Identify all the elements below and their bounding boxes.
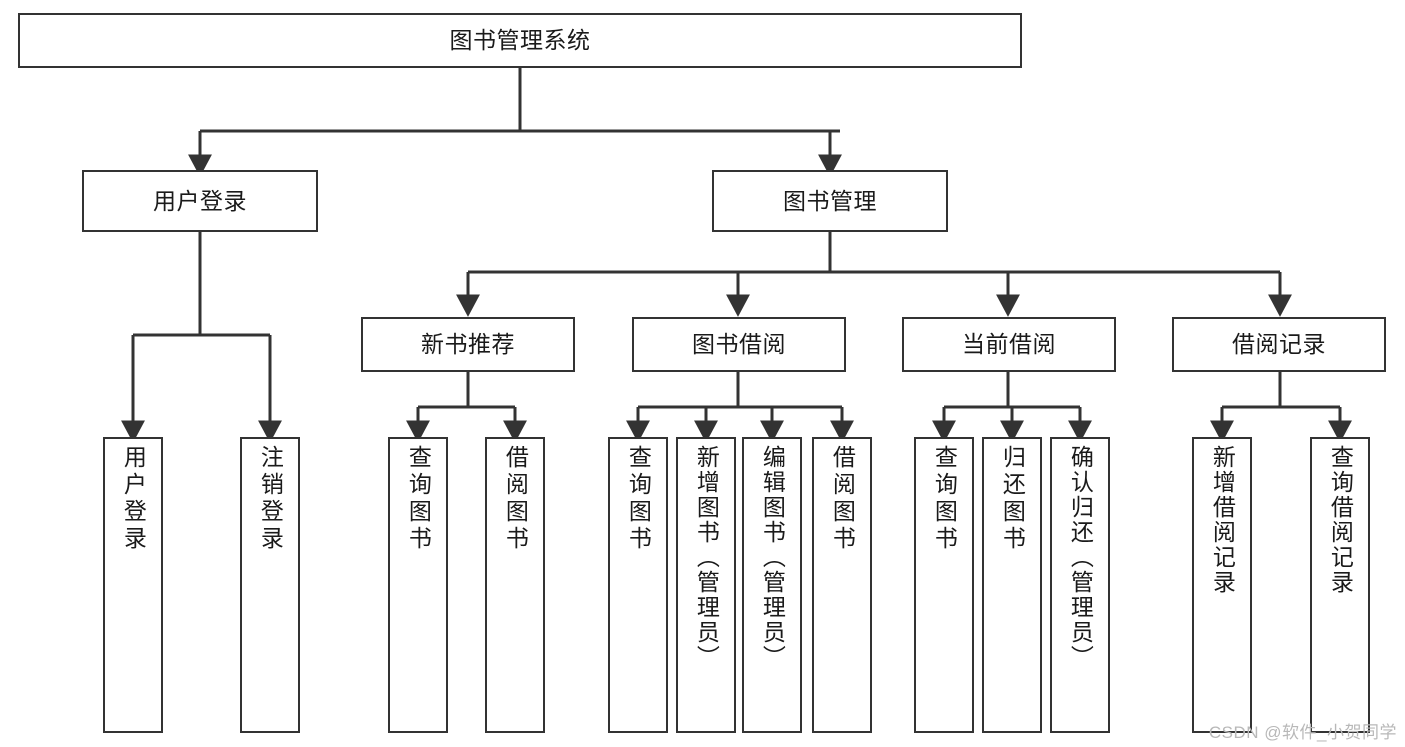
node-leaf-borrow-book-1[interactable]: 借阅图书 — [485, 437, 545, 733]
node-leaf-add-record[interactable]: 新增借阅记录 — [1192, 437, 1252, 733]
node-leaf-query-record[interactable]: 查询借阅记录 — [1310, 437, 1370, 733]
node-label: 查询图书 — [931, 445, 958, 553]
node-label: 查询图书 — [625, 445, 652, 553]
node-label: 借阅图书 — [502, 445, 529, 553]
node-book-management[interactable]: 图书管理 — [712, 170, 948, 232]
node-book-borrow[interactable]: 图书借阅 — [632, 317, 846, 372]
node-label: 图书管理 — [783, 187, 877, 214]
node-leaf-query-book-2[interactable]: 查询图书 — [608, 437, 668, 733]
node-label: 新书推荐 — [421, 331, 515, 358]
node-user-login[interactable]: 用户登录 — [82, 170, 318, 232]
node-leaf-confirm-return[interactable]: 确认归还（管理员） — [1050, 437, 1110, 733]
node-label: 确认归还（管理员） — [1067, 445, 1094, 670]
node-label: 新增图书（管理员） — [693, 445, 720, 670]
node-label: 注销登录 — [257, 445, 284, 553]
csdn-watermark: CSDN @软件_小贺同学 — [1208, 723, 1397, 742]
node-leaf-return-book[interactable]: 归还图书 — [982, 437, 1042, 733]
node-label: 当前借阅 — [962, 331, 1056, 358]
node-leaf-logout[interactable]: 注销登录 — [240, 437, 300, 733]
node-label: 用户登录 — [153, 187, 247, 214]
node-leaf-borrow-book-2[interactable]: 借阅图书 — [812, 437, 872, 733]
node-leaf-user-login[interactable]: 用户登录 — [103, 437, 163, 733]
node-label: 借阅记录 — [1232, 331, 1326, 358]
node-label: 查询借阅记录 — [1327, 445, 1354, 595]
node-label: 借阅图书 — [829, 445, 856, 553]
node-label: 查询图书 — [405, 445, 432, 553]
node-new-book-recommend[interactable]: 新书推荐 — [361, 317, 575, 372]
node-leaf-query-book-3[interactable]: 查询图书 — [914, 437, 974, 733]
node-label: 新增借阅记录 — [1209, 445, 1236, 595]
node-root-system[interactable]: 图书管理系统 — [18, 13, 1022, 68]
node-leaf-edit-book[interactable]: 编辑图书（管理员） — [742, 437, 802, 733]
node-borrow-record[interactable]: 借阅记录 — [1172, 317, 1386, 372]
node-current-borrow[interactable]: 当前借阅 — [902, 317, 1116, 372]
node-label: 图书借阅 — [692, 331, 786, 358]
node-leaf-add-book[interactable]: 新增图书（管理员） — [676, 437, 736, 733]
node-label: 图书管理系统 — [449, 27, 591, 54]
node-label: 归还图书 — [999, 445, 1026, 553]
node-label: 编辑图书（管理员） — [759, 445, 786, 670]
node-leaf-query-book-1[interactable]: 查询图书 — [388, 437, 448, 733]
node-label: 用户登录 — [120, 445, 147, 553]
